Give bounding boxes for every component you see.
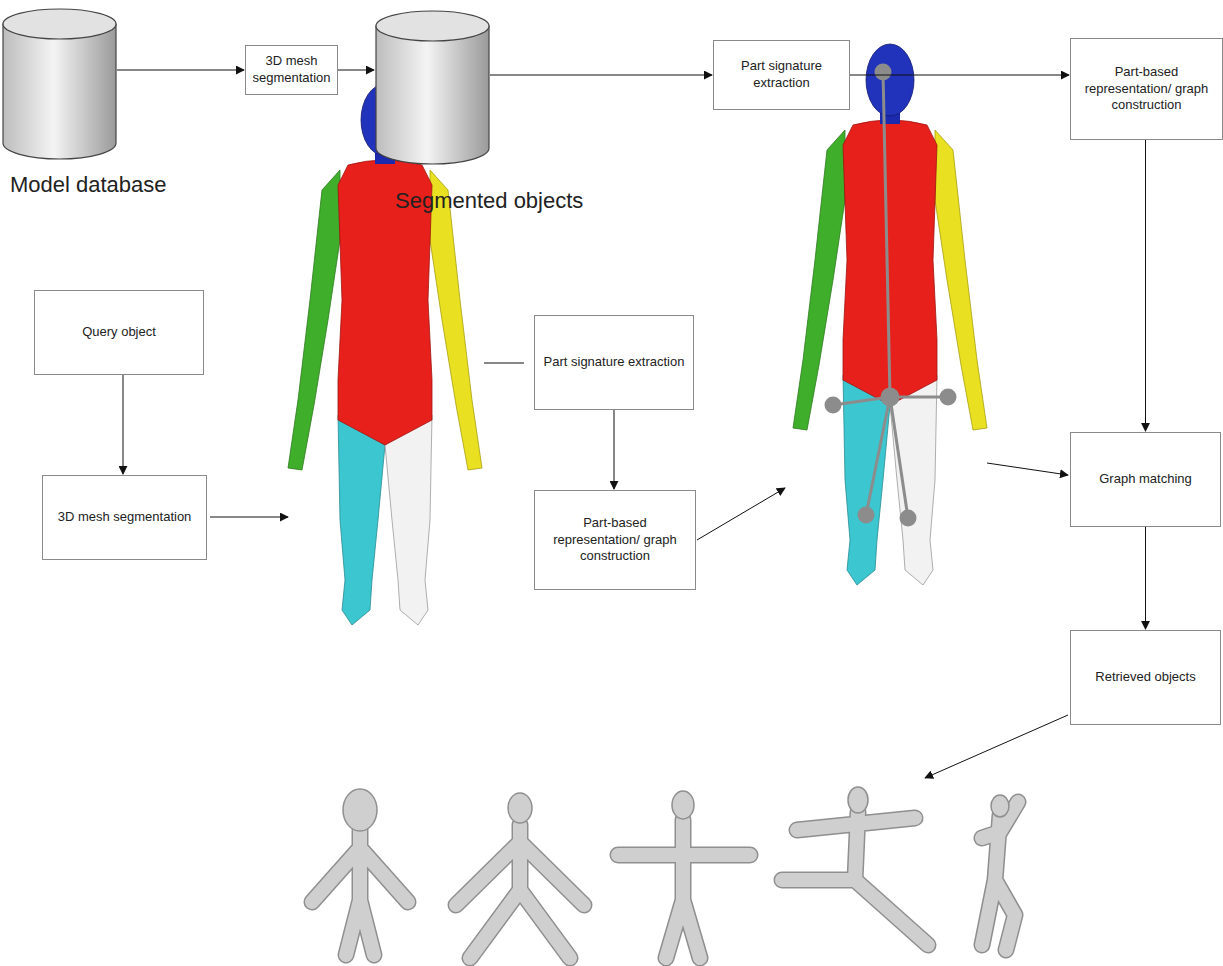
database-cylinder [375,10,490,165]
flow-arrow [117,70,244,71]
box-label: Query object [82,324,156,341]
flow-arrow [338,70,374,71]
flow-arrow [614,410,615,489]
process-box: 3D mesh segmentation [245,45,338,95]
flow-arrow [123,375,124,474]
box-label: Part-based representation/ graph constru… [1076,64,1217,115]
flow-arrow [490,75,712,76]
process-box: Query object [34,290,204,375]
process-box: Graph matching [1070,432,1221,527]
process-box: 3D mesh segmentation [42,475,207,560]
store-label: Model database [10,172,167,198]
box-label: Part-based representation/ graph constru… [540,515,690,566]
process-box: Part-based representation/ graph constru… [1070,38,1223,140]
box-label: Part signature extraction [544,354,685,371]
process-box: Retrieved objects [1070,630,1221,725]
box-label: Retrieved objects [1095,669,1195,686]
box-label: Graph matching [1099,471,1192,488]
box-label: 3D mesh segmentation [251,53,332,87]
flow-arrow [850,75,1069,76]
database-node: Segmented objects [375,10,490,165]
process-box: Part-based representation/ graph constru… [534,490,696,590]
database-cylinder [2,8,117,160]
box-label: Part signature extraction [719,58,844,92]
process-box: Part signature extraction [713,40,850,110]
box-label: 3D mesh segmentation [58,509,192,526]
store-label: Segmented objects [395,188,583,214]
database-node: Model database [2,8,117,160]
process-box: Part signature extraction [534,315,694,410]
flow-arrow [1145,527,1146,629]
flow-arrow [1145,140,1146,431]
